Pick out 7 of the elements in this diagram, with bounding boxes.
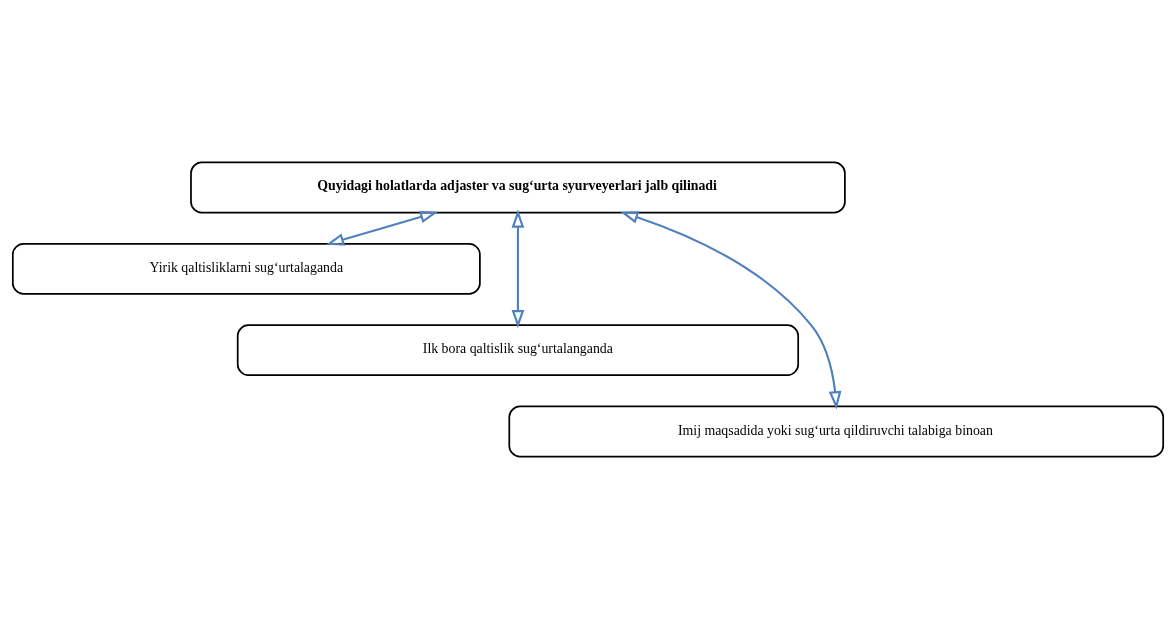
arrow <box>325 210 439 246</box>
node-box: Ilk bora qaltislik sug‘urtalanganda <box>236 324 800 377</box>
arrow <box>620 211 842 410</box>
arrow <box>511 209 525 329</box>
node-box: Imij maqsadida yoki sug‘urta qildiruvchi talabiga binoan <box>508 405 1165 458</box>
node-box: Quyidagi holatlarda adjaster va sug‘urta syurveyerlari jalb qilinadi <box>190 161 846 214</box>
node-box: Yirik qaltisliklarni sug‘urtalaganda <box>11 242 481 295</box>
